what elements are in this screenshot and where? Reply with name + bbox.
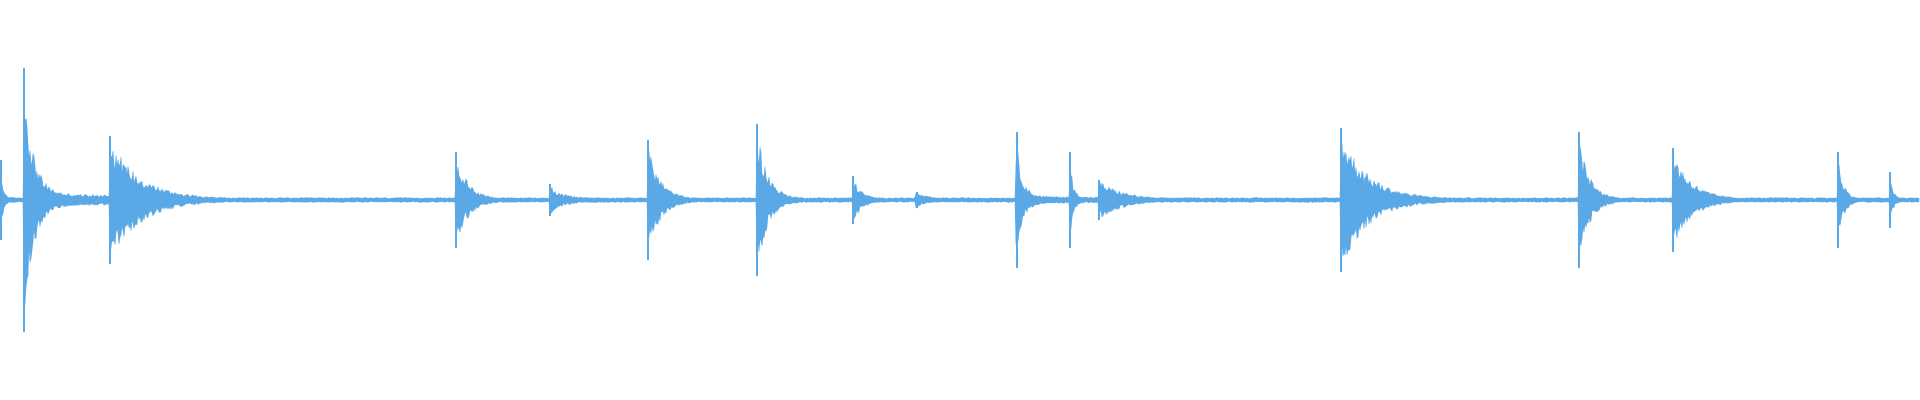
waveform-peaks bbox=[0, 68, 1920, 332]
waveform-envelope bbox=[0, 118, 1920, 308]
